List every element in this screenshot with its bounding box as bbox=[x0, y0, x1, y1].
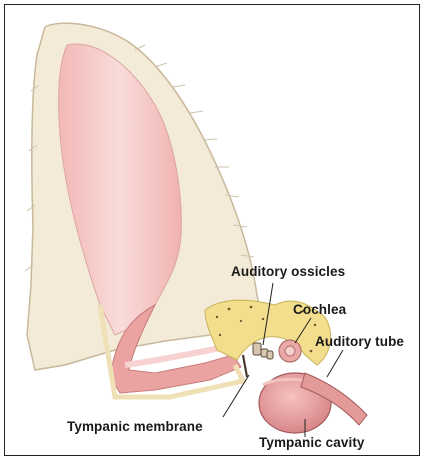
cochlea-shape bbox=[279, 340, 301, 362]
label-auditory-ossicles: Auditory ossicles bbox=[231, 265, 345, 279]
ossicles-shape bbox=[253, 343, 273, 359]
label-tympanic-cavity: Tympanic cavity bbox=[259, 436, 365, 450]
ear-illustration bbox=[5, 5, 420, 456]
label-tympanic-membrane: Tympanic membrane bbox=[67, 420, 203, 434]
label-auditory-tube: Auditory tube bbox=[315, 335, 404, 349]
label-cochlea: Cochlea bbox=[293, 303, 346, 317]
tympanic-membrane-shape bbox=[243, 355, 247, 377]
ear-anatomy-figure: Auditory ossicles Cochlea Auditory tube … bbox=[4, 4, 420, 456]
